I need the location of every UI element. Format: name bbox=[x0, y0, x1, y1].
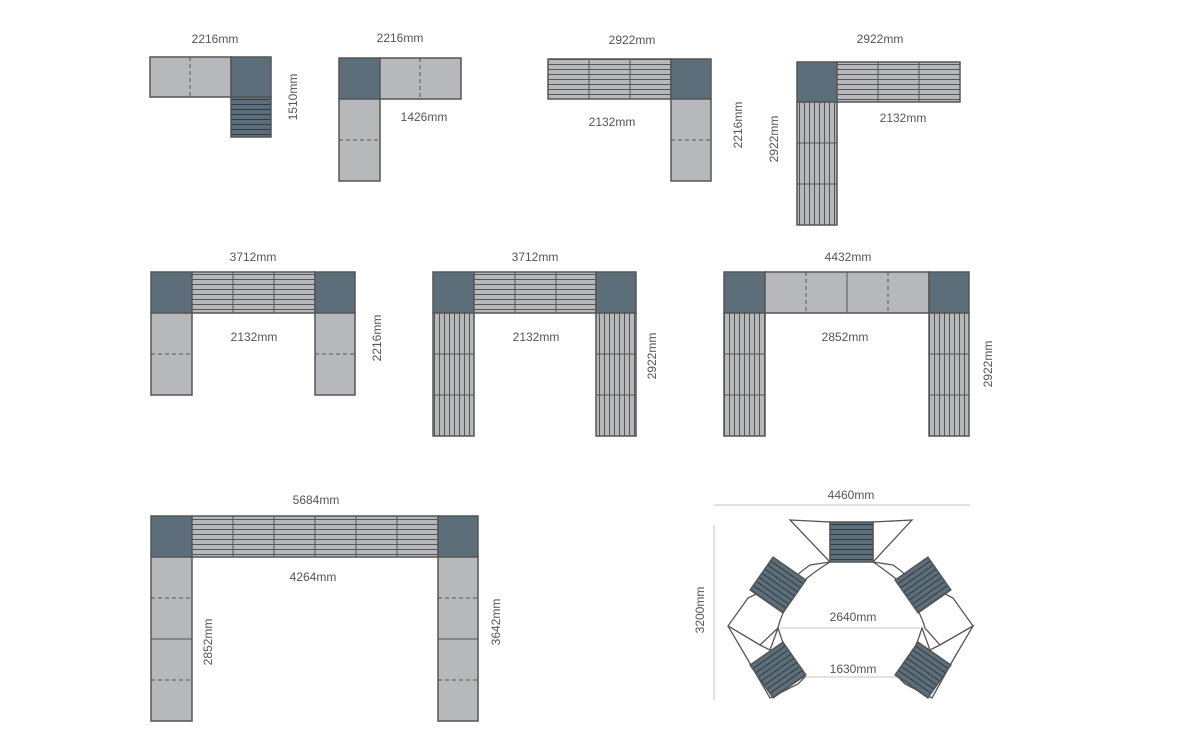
slatted-table-module bbox=[473, 271, 597, 314]
inner-width-label: 2640mm bbox=[830, 610, 877, 624]
inner-length-label: 1426mm bbox=[401, 110, 448, 124]
corner-module bbox=[230, 56, 272, 98]
curved-seat-module bbox=[727, 519, 832, 646]
seat-module bbox=[379, 57, 462, 100]
corner-module bbox=[150, 515, 193, 558]
slatted-table-module bbox=[829, 521, 874, 563]
corner-module bbox=[314, 271, 356, 314]
depth-label: 2216mm bbox=[731, 102, 745, 149]
slatted-table-module bbox=[928, 312, 970, 437]
depth-label: 2216mm bbox=[370, 315, 384, 362]
inner-length-label: 2132mm bbox=[589, 115, 636, 129]
corner-module bbox=[437, 515, 479, 558]
width-label: 3712mm bbox=[230, 250, 277, 264]
corner-module bbox=[670, 58, 712, 100]
configuration-3: 2922mm 2132mm 2216mm bbox=[547, 33, 745, 182]
slatted-table-module bbox=[432, 312, 475, 437]
inner-depth-label: 2852mm bbox=[201, 619, 215, 666]
width-label: 2216mm bbox=[377, 31, 424, 45]
seat-module bbox=[149, 56, 232, 98]
seat-module bbox=[314, 312, 356, 396]
seat-module bbox=[150, 312, 193, 396]
width-label: 4432mm bbox=[825, 250, 872, 264]
configuration-2: 2216mm 1426mm bbox=[338, 31, 462, 182]
depth-label: 2922mm bbox=[645, 333, 659, 380]
configuration-8: 5684mm 4264mm 2852mm 3642mm bbox=[150, 493, 503, 722]
depth-label: 2922mm bbox=[981, 341, 995, 388]
slatted-table-module bbox=[749, 641, 807, 699]
width-label: 4460mm bbox=[828, 488, 875, 502]
width-label: 2922mm bbox=[857, 32, 904, 46]
corner-module bbox=[432, 271, 475, 314]
slatted-table-module bbox=[894, 556, 952, 614]
configuration-6: 3712mm 2132mm 2922mm bbox=[432, 250, 659, 437]
configuration-9: 4460mm 3200mm 2640mm 1630mm bbox=[693, 488, 975, 700]
slatted-table-module bbox=[595, 312, 637, 437]
configuration-4: 2922mm 2132mm 2922mm bbox=[767, 32, 961, 226]
depth-label: 3642mm bbox=[489, 599, 503, 646]
seat-module bbox=[338, 98, 381, 182]
configuration-1: 2216mm 1510mm bbox=[149, 32, 300, 138]
corner-module bbox=[928, 271, 970, 314]
inner-min-width-label: 1630mm bbox=[830, 662, 877, 676]
corner-module bbox=[595, 271, 637, 314]
inner-length-label: 2852mm bbox=[822, 330, 869, 344]
configuration-5: 3712mm 2132mm 2216mm bbox=[150, 250, 384, 396]
slatted-table-module bbox=[796, 101, 838, 226]
corner-module bbox=[150, 271, 193, 314]
slatted-table-module bbox=[547, 58, 672, 100]
inner-length-label: 2132mm bbox=[513, 330, 560, 344]
depth-label: 1510mm bbox=[286, 74, 300, 121]
slatted-table-module bbox=[749, 556, 807, 614]
width-label: 2922mm bbox=[609, 33, 656, 47]
slatted-table-module bbox=[836, 61, 961, 103]
inner-length-label: 2132mm bbox=[880, 111, 927, 125]
width-label: 3712mm bbox=[512, 250, 559, 264]
corner-module bbox=[723, 271, 766, 314]
curved-seat-module bbox=[872, 519, 974, 646]
slatted-table-module bbox=[230, 96, 272, 138]
width-label: 5684mm bbox=[293, 493, 340, 507]
corner-module bbox=[796, 61, 838, 103]
inner-length-label: 4264mm bbox=[290, 570, 337, 584]
seat-module bbox=[670, 98, 712, 182]
slatted-table-module bbox=[191, 271, 316, 314]
depth-label: 3200mm bbox=[693, 587, 707, 634]
depth-label: 2922mm bbox=[767, 116, 781, 163]
width-label: 2216mm bbox=[192, 32, 239, 46]
slatted-table-module bbox=[723, 312, 766, 437]
inner-length-label: 2132mm bbox=[231, 330, 278, 344]
corner-module bbox=[338, 57, 381, 100]
slatted-table-module bbox=[894, 641, 952, 699]
configuration-7: 4432mm 2852mm 2922mm bbox=[723, 250, 995, 437]
